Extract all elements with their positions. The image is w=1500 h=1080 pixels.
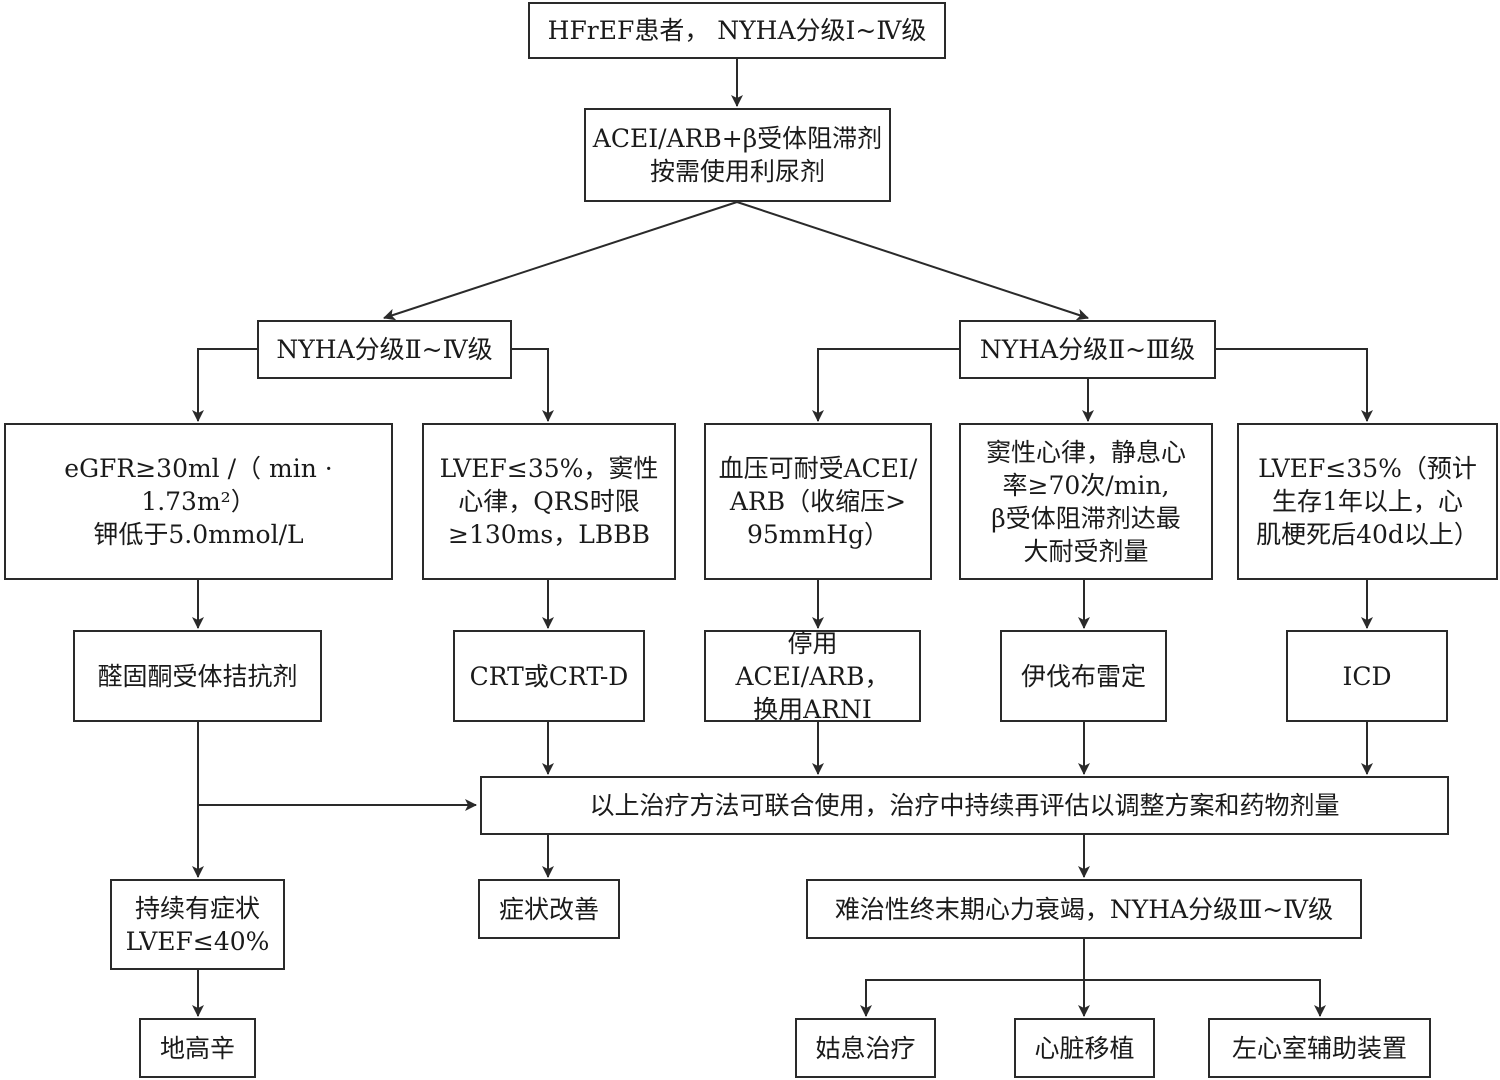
arrow-to-lvef-qrs xyxy=(512,348,554,422)
arrow-to-icd-cond xyxy=(1216,348,1373,422)
bp-condition-node: 血压可耐受ACEI/ ARB（收缩压> 95mmHg） xyxy=(704,423,932,580)
arrow-to-nyha-2-4 xyxy=(383,201,738,321)
arrow-to-nyha-2-3 xyxy=(736,201,1089,321)
start-node: HFrEF患者， NYHA分级Ⅰ~Ⅳ级 xyxy=(528,2,946,59)
ivabradine-treatment-node: 伊伐布雷定 xyxy=(1000,630,1167,722)
icd-condition-node: LVEF≤35%（预计 生存1年以上，心 肌梗死后40d以上） xyxy=(1237,423,1498,580)
nyha-2-4-node: NYHA分级Ⅱ~Ⅳ级 xyxy=(257,320,512,379)
lvef-qrs-condition-node: LVEF≤35%，窦性 心律，QRS时限 ≥130ms，LBBB xyxy=(422,423,676,580)
heart-transplant-node: 心脏移植 xyxy=(1014,1018,1155,1078)
symptoms-improved-node: 症状改善 xyxy=(478,879,620,939)
arni-treatment-node: 停用ACEI/ARB， 换用ARNI xyxy=(704,629,921,724)
arrow-to-bp xyxy=(812,348,959,422)
arrow-to-lvad xyxy=(1084,979,1326,1017)
persistent-symptoms-node: 持续有症状 LVEF≤40% xyxy=(110,879,285,970)
mra-treatment-node: 醛固酮受体拮抗剂 xyxy=(73,630,322,722)
refractory-hf-node: 难治性终末期心力衰竭，NYHA分级Ⅲ~Ⅳ级 xyxy=(806,879,1362,939)
digoxin-node: 地高辛 xyxy=(139,1018,256,1078)
sinus-rhythm-condition-node: 窦性心律，静息心 率≥70次/min, β受体阻滞剂达最 大耐受剂量 xyxy=(959,423,1213,580)
palliative-care-node: 姑息治疗 xyxy=(795,1018,936,1078)
icd-treatment-node: ICD xyxy=(1286,630,1448,722)
egfr-condition-node: eGFR≥30ml /（ min · 1.73m²） 钾低于5.0mmol/L xyxy=(4,423,393,580)
arrow-to-egfr xyxy=(192,348,257,422)
arrow-to-palliative xyxy=(860,979,1084,1017)
lvad-node: 左心室辅助装置 xyxy=(1208,1018,1431,1078)
nyha-2-3-node: NYHA分级Ⅱ~Ⅲ级 xyxy=(959,320,1216,379)
crt-treatment-node: CRT或CRT-D xyxy=(453,630,645,722)
combine-therapy-node: 以上治疗方法可联合使用，治疗中持续再评估以调整方案和药物剂量 xyxy=(480,776,1449,835)
first-line-therapy-node: ACEI/ARB+β受体阻滞剂 按需使用利尿剂 xyxy=(584,108,891,202)
